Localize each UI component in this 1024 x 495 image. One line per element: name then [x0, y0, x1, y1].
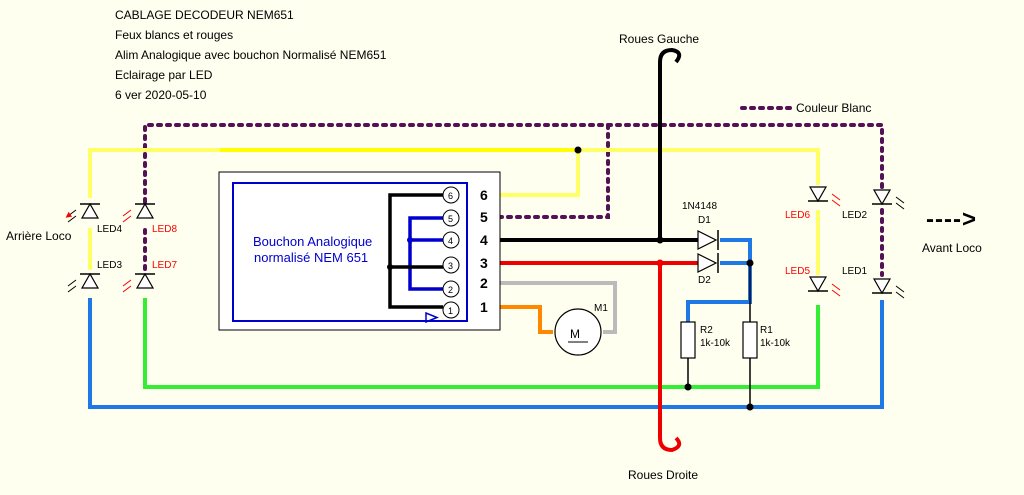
led7-label: LED7 [152, 260, 177, 271]
led8-label: LED8 [152, 224, 177, 235]
led5: LED5 [785, 266, 841, 297]
roues-gauche-label: Roues Gauche [619, 32, 699, 46]
plug-pin-inner-2: 2 [448, 285, 453, 295]
pin-3-label: 3 [480, 255, 488, 271]
version-line: 6 ver 2020-05-10 [115, 88, 207, 102]
avant-loco-label: Avant Loco [922, 241, 982, 255]
red-junction-dot [656, 259, 664, 267]
plug-pin-inner-3: 3 [448, 261, 453, 271]
led4: LED4 [65, 202, 122, 235]
arriere-loco-label: Arrière Loco [6, 229, 72, 243]
led6: LED6 [785, 186, 841, 221]
pin-4-label: 4 [480, 232, 488, 248]
plug-pin-inner-6: 6 [448, 191, 453, 201]
led1: LED1 [842, 266, 905, 299]
led2: LED2 [842, 189, 905, 221]
green-wire [143, 298, 820, 389]
orange-wire [500, 305, 553, 334]
motor-m1: M M1 [554, 303, 608, 356]
plug-outer-pin-numbers: 6 5 4 3 2 1 [480, 187, 488, 315]
pin-6-label: 6 [480, 187, 488, 203]
motor-label: M1 [594, 303, 608, 314]
avant-arrow: ----> [926, 206, 977, 233]
grey-wire [500, 281, 617, 334]
plug-pin-inner-1: 1 [448, 306, 453, 316]
pin-1-label: 1 [480, 299, 488, 315]
purple-dotted-wire [143, 106, 884, 277]
header-block: CABLAGE DECODEUR NEM651 Feux blancs et r… [115, 8, 387, 102]
led4-label: LED4 [97, 224, 122, 235]
title-line: CABLAGE DECODEUR NEM651 [115, 8, 294, 22]
d1-label: D1 [698, 215, 711, 226]
led1-label: LED1 [842, 266, 867, 277]
led5-label: LED5 [785, 266, 810, 277]
plug-title-2: normalisé NEM 651 [254, 250, 368, 265]
plug-orientation-triangle [425, 311, 439, 324]
pin-2-label: 2 [480, 275, 488, 291]
motor-symbol: M [570, 327, 580, 341]
blue-wire-bus [88, 298, 884, 409]
r1-value: 1k-10k [760, 338, 791, 349]
led8: LED8 [122, 202, 177, 235]
led3-label: LED3 [97, 260, 122, 271]
pin-5-label: 5 [480, 209, 488, 225]
plug-pin-inner-5: 5 [448, 214, 453, 224]
r2-value: 1k-10k [700, 338, 731, 349]
diode-d1: D1 1N4148 [682, 201, 719, 250]
led2-label: LED2 [842, 210, 867, 221]
r2-label: R2 [700, 325, 713, 336]
red-wire [500, 261, 698, 453]
roues-droite-label: Roues Droite [628, 468, 698, 482]
junction-dots [574, 146, 754, 411]
couleur-blanc-label: Couleur Blanc [796, 101, 871, 115]
subtitle-line-3: Alim Analogique avec bouchon Normalisé N… [115, 48, 387, 62]
subtitle-line-2: Feux blancs et rouges [115, 28, 233, 42]
led3: LED3 [67, 260, 122, 293]
d2-label: D2 [698, 275, 711, 286]
plug-pin-inner-4: 4 [448, 236, 453, 246]
subtitle-line-4: Eclairage par LED [115, 68, 213, 82]
plug-pin-circles: 6 5 4 3 2 1 [442, 186, 460, 319]
plug-title-1: Bouchon Analogique [253, 234, 372, 249]
diode-type-label: 1N4148 [682, 201, 717, 212]
resistor-r1: R1 1k-10k [742, 263, 791, 407]
led7: LED7 [122, 260, 177, 293]
plug-box: Bouchon Analogique normalisé NEM 651 6 5… [218, 171, 501, 331]
black-wire [500, 47, 698, 242]
resistor-r2: R2 1k-10k [680, 321, 731, 387]
diode-d2: D2 [697, 253, 719, 286]
led6-label: LED6 [785, 210, 810, 221]
r1-label: R1 [760, 325, 773, 336]
